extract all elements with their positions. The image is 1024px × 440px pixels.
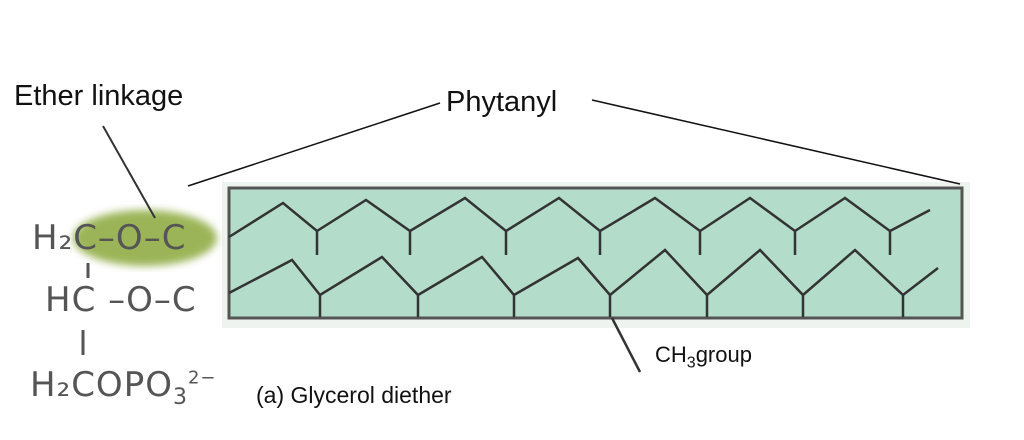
phosphate-sub: 3	[172, 384, 188, 410]
ch3-suffix: group	[695, 342, 752, 367]
glycerol-row-3: H₂COPO32−	[30, 365, 217, 410]
phytanyl-chain-top	[228, 196, 931, 239]
glycerol-row-1: H₂C–O–C	[32, 218, 187, 258]
phytanyl-line-right	[591, 99, 961, 185]
phosphate-charge: 2−	[187, 367, 217, 389]
ch3-group-label: CH3group	[655, 342, 752, 372]
ch3-pointer-line	[610, 317, 642, 373]
phytanyl-label: Phytanyl	[446, 86, 558, 118]
ch3-prefix: CH	[655, 342, 687, 367]
phosphate-main: H₂COPO	[30, 365, 173, 405]
ether-highlight	[73, 210, 217, 266]
phytanyl-chain-bottom	[228, 248, 939, 297]
ch3-subscript: 3	[686, 354, 696, 372]
ether-linkage-label: Ether linkage	[14, 80, 184, 112]
phytanyl-line-left	[187, 102, 441, 187]
ether-pointer-line	[102, 125, 156, 219]
glycerol-row-2: HC –O–C	[45, 280, 197, 320]
caption: (a) Glycerol diether	[256, 382, 452, 408]
